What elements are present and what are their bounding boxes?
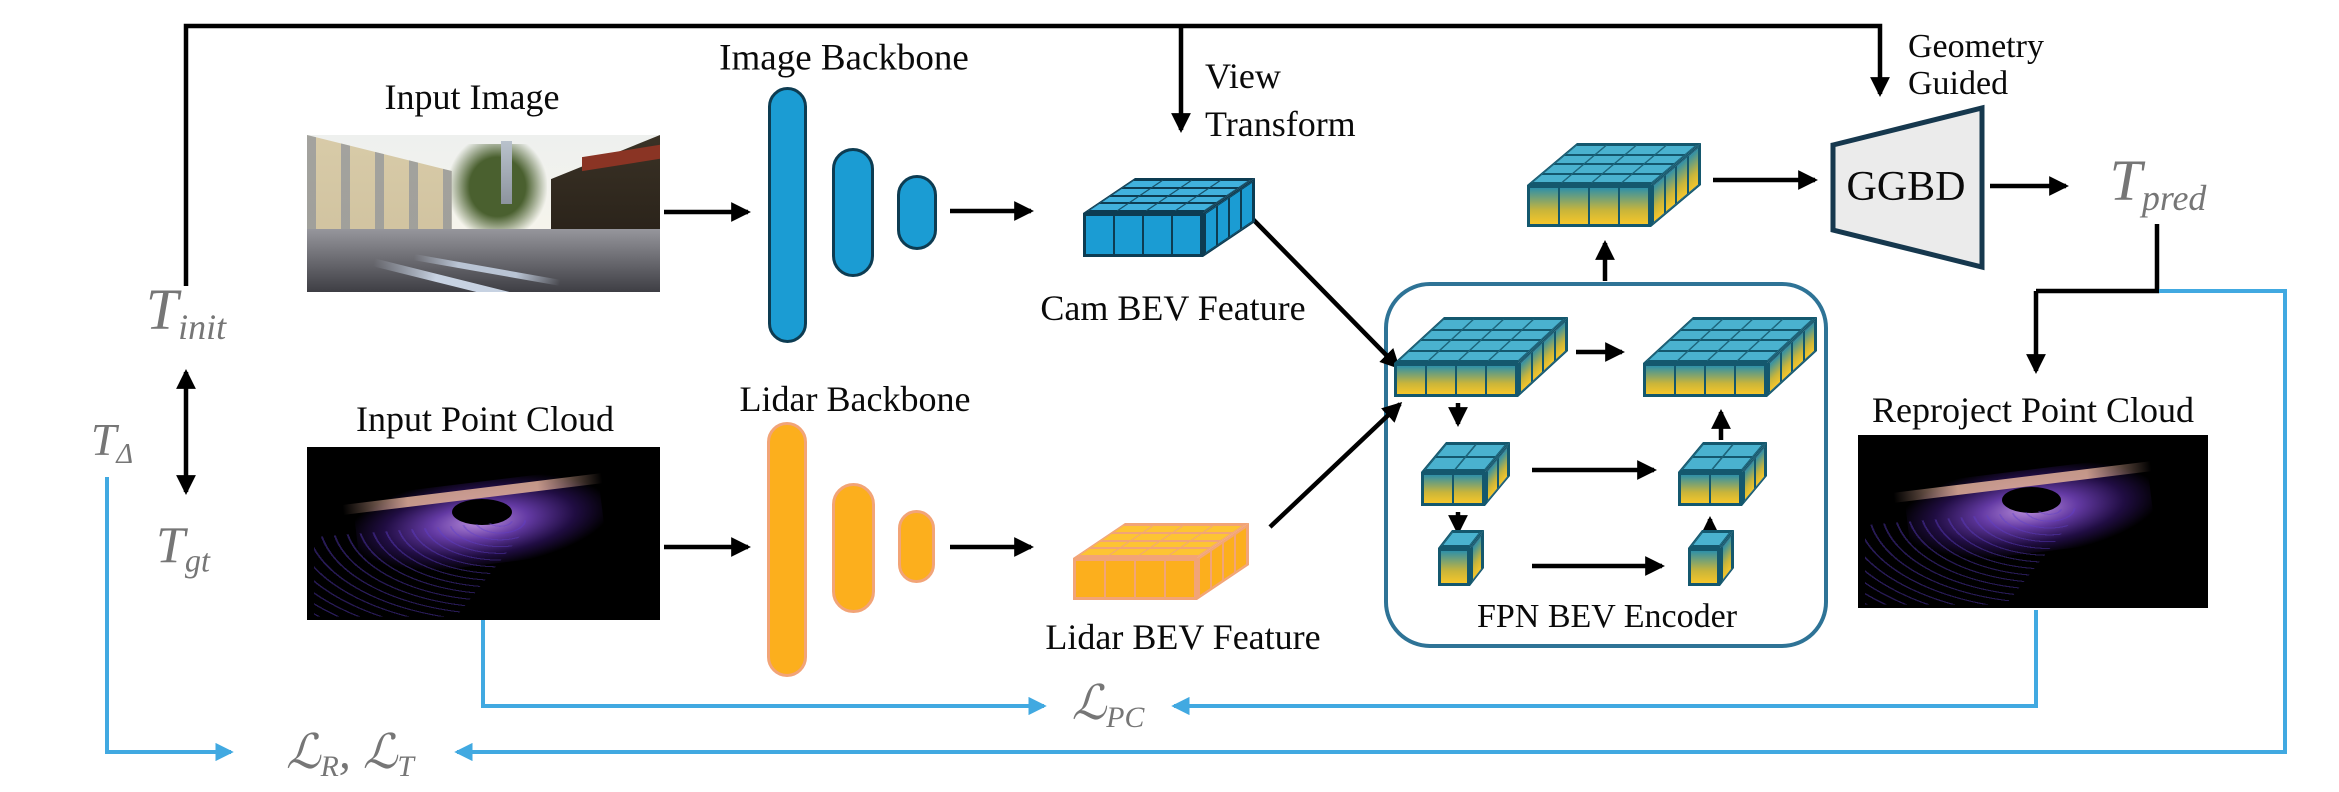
fpn-block-small-left (1438, 530, 1484, 586)
geometry-guided-label: Geometry Guided (1908, 28, 2044, 102)
image-backbone-capsule-1 (768, 87, 807, 343)
fpn-block-top-right (1643, 317, 1817, 397)
fpn-block-mid-left (1421, 442, 1510, 506)
fpn-block-mid-right (1678, 442, 1767, 506)
t-gt-label: Tgt (156, 517, 210, 579)
lidar-backbone-label: Lidar Backbone (739, 379, 971, 419)
fpn-bev-encoder-label: FPN BEV Encoder (1476, 598, 1738, 635)
image-backbone-label: Image Backbone (719, 37, 969, 79)
image-backbone-capsule-2 (832, 148, 874, 277)
reproject-to-lpc-wire (1171, 610, 2038, 716)
fpn-block-small-right (1688, 530, 1734, 586)
fpn-block-top-left (1394, 317, 1568, 397)
point-cloud-hole (2001, 486, 2061, 513)
loss-rt-label: ℒR, ℒT (286, 725, 414, 784)
t-delta-label: TΔ (90, 414, 134, 470)
lidar-bev-block (1073, 523, 1249, 600)
lidar-bev-feature-label: Lidar BEV Feature (1045, 617, 1321, 657)
view-transform-label: View Transform (1205, 56, 1356, 144)
image-backbone-capsule-3 (897, 175, 937, 250)
point-cloud-scanlines (314, 519, 533, 617)
input-image-photo (307, 135, 660, 292)
ggbd-label: GGBD (1846, 164, 1966, 210)
cam-bev-block (1083, 178, 1255, 257)
lidar-backbone-capsule-3 (898, 510, 935, 583)
input-point-cloud-image (307, 447, 660, 620)
street-spire (501, 141, 512, 205)
input-image-label: Input Image (384, 77, 560, 117)
point-cloud-scanlines (1865, 507, 2082, 605)
cloud-to-lpc-wire (481, 620, 1047, 716)
tdelta-to-lrt-wire (105, 477, 234, 762)
ggbd-trapezoid (1830, 104, 1985, 271)
street-tree (448, 144, 548, 239)
tpred-to-lrt-wire (454, 289, 2287, 762)
t-pred-label: Tpred (2109, 147, 2207, 219)
input-point-cloud-label: Input Point Cloud (355, 399, 615, 439)
point-cloud-hole (451, 498, 512, 525)
t-init-label: Tinit (145, 276, 227, 348)
lidar-backbone-capsule-1 (767, 422, 807, 677)
fused-bev-block (1527, 143, 1701, 227)
tinit-to-ggbd-line (183, 23, 1890, 286)
cambev-to-fpn-arrow (1235, 201, 1401, 370)
cam-bev-feature-label: Cam BEV Feature (1040, 288, 1306, 328)
tpred-elbow (2036, 224, 2160, 294)
lidar-backbone-capsule-2 (832, 483, 875, 613)
reproject-point-cloud-image (1858, 435, 2208, 608)
street-road (307, 229, 660, 292)
lidarbev-to-fpn-arrow (1268, 401, 1403, 529)
loss-pc-label: ℒPC (1071, 676, 1145, 735)
reproject-point-cloud-label: Reproject Point Cloud (1872, 390, 2194, 430)
